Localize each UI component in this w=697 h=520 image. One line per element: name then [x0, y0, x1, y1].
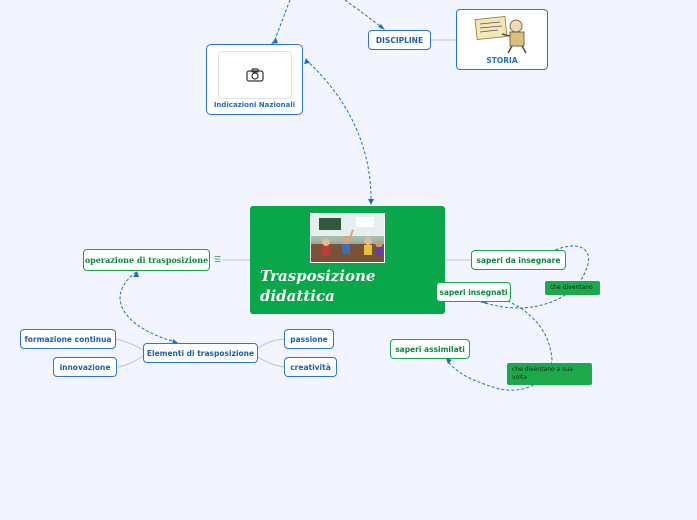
- relation-arrow-elementi-operazione: [119, 271, 177, 343]
- camera-icon: [246, 68, 264, 82]
- formazione-continua-node[interactable]: formazione continua: [20, 329, 116, 349]
- creativita-node[interactable]: creatività: [284, 357, 337, 377]
- classroom-image: [310, 213, 385, 263]
- link-formazione: [115, 338, 144, 351]
- relation-arrow-discipline: [344, 0, 384, 29]
- saperi-assimilati-node[interactable]: saperi assimilati: [390, 339, 470, 359]
- relation-label-che-diventano[interactable]: che diventano: [545, 281, 600, 295]
- arrowhead: [378, 24, 385, 30]
- arrowhead: [446, 358, 452, 364]
- saperi-da-insegnare-node[interactable]: saperi da insegnare: [471, 250, 566, 270]
- relation-arrow-che-diventano-a-sua-volta: [446, 298, 553, 391]
- arrowhead: [304, 58, 310, 64]
- saperi-insegnati-node[interactable]: saperi insegnati: [436, 282, 511, 302]
- central-topic-title: Trasposizione didattica: [260, 267, 376, 305]
- discipline-node[interactable]: DISCIPLINE: [368, 30, 431, 50]
- storia-illustration: [474, 14, 532, 54]
- arrowhead: [133, 271, 139, 277]
- indicazioni-nazionali-node[interactable]: Indicazioni Nazionali: [206, 44, 303, 115]
- relation-arrow-indicazioni-top: [273, 0, 291, 43]
- link-creativita: [257, 356, 285, 368]
- relation-label-che-diventano-a-sua-volta[interactable]: che diventano a sua volta: [507, 363, 592, 385]
- hamburger-icon[interactable]: ☰: [214, 255, 222, 264]
- elementi-di-trasposizione-node[interactable]: Elementi di trasposizione: [143, 343, 258, 363]
- relation-arrow-che-diventano: [481, 245, 590, 309]
- storia-label: STORIA: [486, 56, 518, 65]
- storia-node[interactable]: STORIA: [456, 9, 548, 70]
- link-passione: [257, 338, 285, 349]
- passione-node[interactable]: passione: [284, 329, 334, 349]
- central-topic[interactable]: Trasposizione didattica: [250, 206, 445, 314]
- arrowhead: [368, 199, 374, 205]
- link-innovazione: [117, 355, 144, 368]
- indicazioni-nazionali-label: Indicazioni Nazionali: [213, 101, 296, 109]
- relation-arrow-indicazioni-central: [305, 59, 372, 204]
- arrowhead: [271, 38, 278, 44]
- image-placeholder: [218, 51, 292, 99]
- operazione-di-trasposizione-node[interactable]: operazione di trasposizione: [83, 249, 210, 271]
- innovazione-node[interactable]: innovazione: [53, 357, 117, 377]
